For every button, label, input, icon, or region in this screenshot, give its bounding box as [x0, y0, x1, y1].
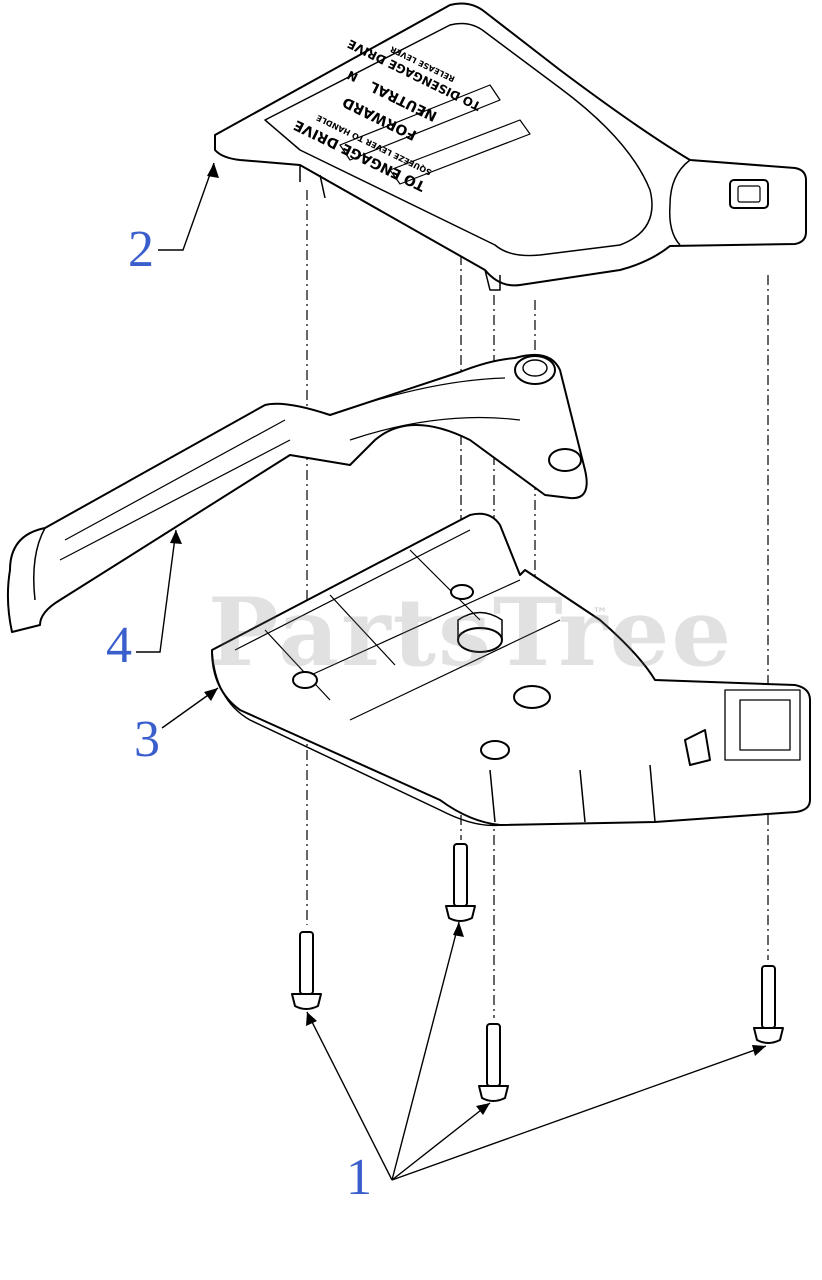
base-latch: [684, 729, 711, 766]
leader-screw-b: [306, 1011, 393, 1181]
callout-1: 1: [346, 1149, 372, 1206]
screw-c: [478, 1023, 509, 1102]
neutral-arrow-icon: [389, 119, 531, 185]
callout-2: 2: [128, 221, 154, 278]
watermark: PartsTree: [208, 578, 734, 688]
callout-3: 3: [134, 711, 160, 768]
leader-screw-c: [391, 1102, 491, 1181]
drive-control-base: [211, 512, 811, 827]
screws: [291, 843, 784, 1102]
forward-arrow-icon: [339, 84, 501, 161]
screw-d: [753, 965, 784, 1044]
leader-lines: [136, 162, 767, 1181]
leader-screw-a: [391, 921, 460, 1181]
watermark-trademark: ™: [592, 604, 608, 623]
leader-cover: [158, 162, 215, 251]
drive-control-lever: [6, 354, 588, 633]
key-slot: [729, 179, 769, 209]
leader-lever: [136, 529, 177, 653]
screw-b: [291, 931, 322, 1010]
callout-4: 4: [106, 617, 132, 674]
screw-a: [445, 843, 476, 922]
leader-screw-d: [391, 1045, 767, 1181]
drive-control-cover: TO ENGAGE DRIVE SQUEEZE LEVER TO HANDLE …: [214, 2, 807, 291]
leader-arrowheads: [170, 163, 766, 1115]
